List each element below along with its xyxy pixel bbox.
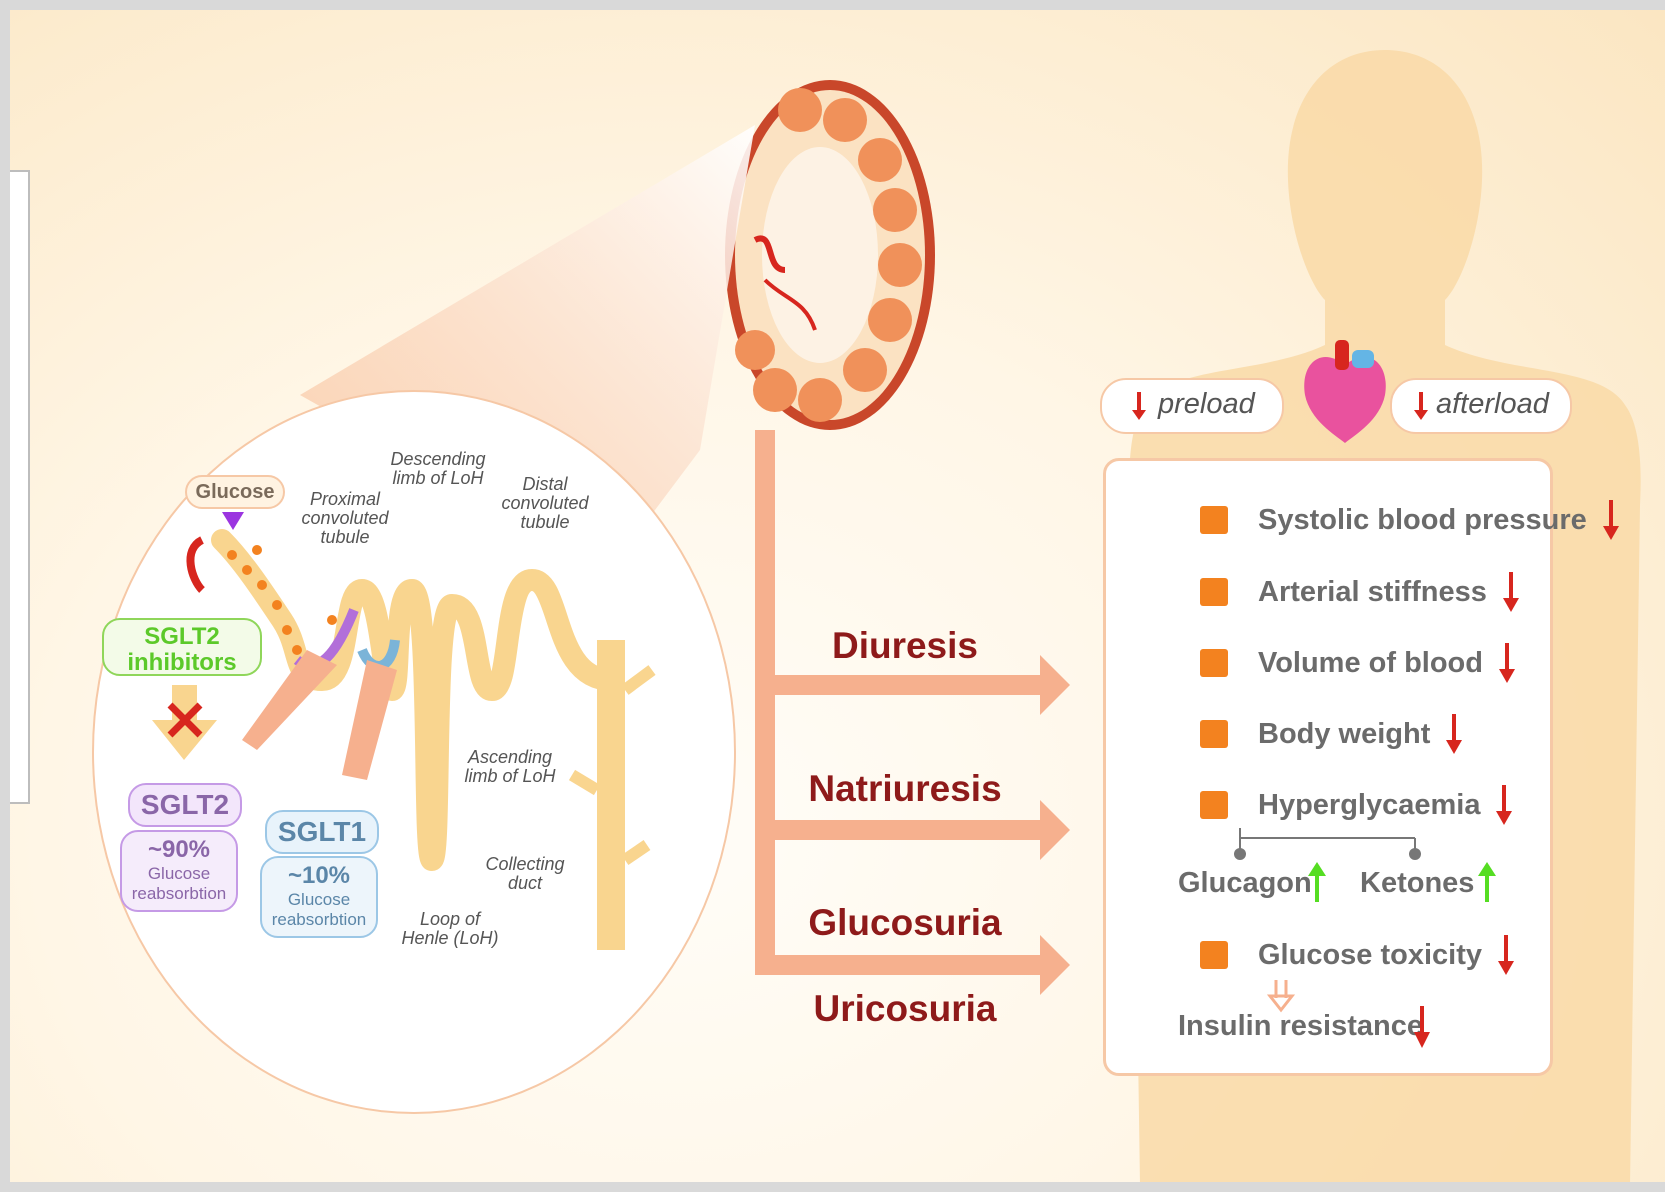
down-arrow-icon (1496, 933, 1516, 977)
bullet-square (1200, 720, 1228, 748)
effect-row: Systolic blood pressure (1200, 500, 1621, 540)
bullet-square (1200, 791, 1228, 819)
process-natriuresis: Natriuresis (800, 768, 1010, 810)
process-uricosuria: Uricosuria (810, 988, 1000, 1030)
insulin-resistance-label: Insulin resistance (1178, 1010, 1423, 1043)
effect-row: Body weight (1200, 714, 1464, 754)
effect-label: Body weight (1258, 718, 1430, 751)
ketones-up-arrow-icon (1476, 860, 1498, 904)
down-arrow-icon (1601, 498, 1621, 542)
bullet-square (1200, 941, 1228, 969)
process-diuresis: Diuresis (810, 625, 1000, 667)
glucagon-up-arrow-icon (1306, 860, 1328, 904)
ketones-label: Ketones (1360, 867, 1474, 900)
effect-label: Arterial stiffness (1258, 576, 1487, 609)
diagram-canvas: Glucose Proximal convoluted tubule Desce… (10, 10, 1665, 1182)
effect-row: Volume of blood (1200, 643, 1517, 683)
effect-row: Hyperglycaemia (1200, 785, 1514, 825)
effect-label: Glucose toxicity (1258, 939, 1482, 972)
bullet-square (1200, 649, 1228, 677)
preload-down-arrow-icon (1130, 390, 1148, 422)
down-arrow-icon (1444, 712, 1464, 756)
effect-label: Systolic blood pressure (1258, 504, 1587, 537)
hyperglycaemia-branch-connector (1220, 820, 1440, 865)
preload-box: preload (1100, 378, 1284, 434)
insulin-down-arrow-icon (1412, 1004, 1432, 1050)
bullet-square (1200, 578, 1228, 606)
preload-label: preload (1158, 388, 1255, 421)
double-down-arrow-icon (1266, 978, 1296, 1014)
afterload-box: afterload (1390, 378, 1572, 434)
effect-row-glucose-toxicity: Glucose toxicity (1200, 935, 1516, 975)
down-arrow-icon (1497, 641, 1517, 685)
heart-icon (1300, 335, 1390, 445)
bullet-square (1200, 506, 1228, 534)
down-arrow-icon (1501, 570, 1521, 614)
effect-row: Arterial stiffness (1200, 572, 1521, 612)
afterload-label: afterload (1436, 388, 1549, 421)
afterload-down-arrow-icon (1412, 390, 1430, 422)
glucagon-label: Glucagon (1178, 867, 1312, 900)
down-arrow-icon (1494, 783, 1514, 827)
process-glucosuria: Glucosuria (805, 902, 1005, 944)
effect-label: Hyperglycaemia (1258, 789, 1480, 822)
effect-label: Volume of blood (1258, 647, 1483, 680)
effects-panel (1103, 458, 1553, 1076)
